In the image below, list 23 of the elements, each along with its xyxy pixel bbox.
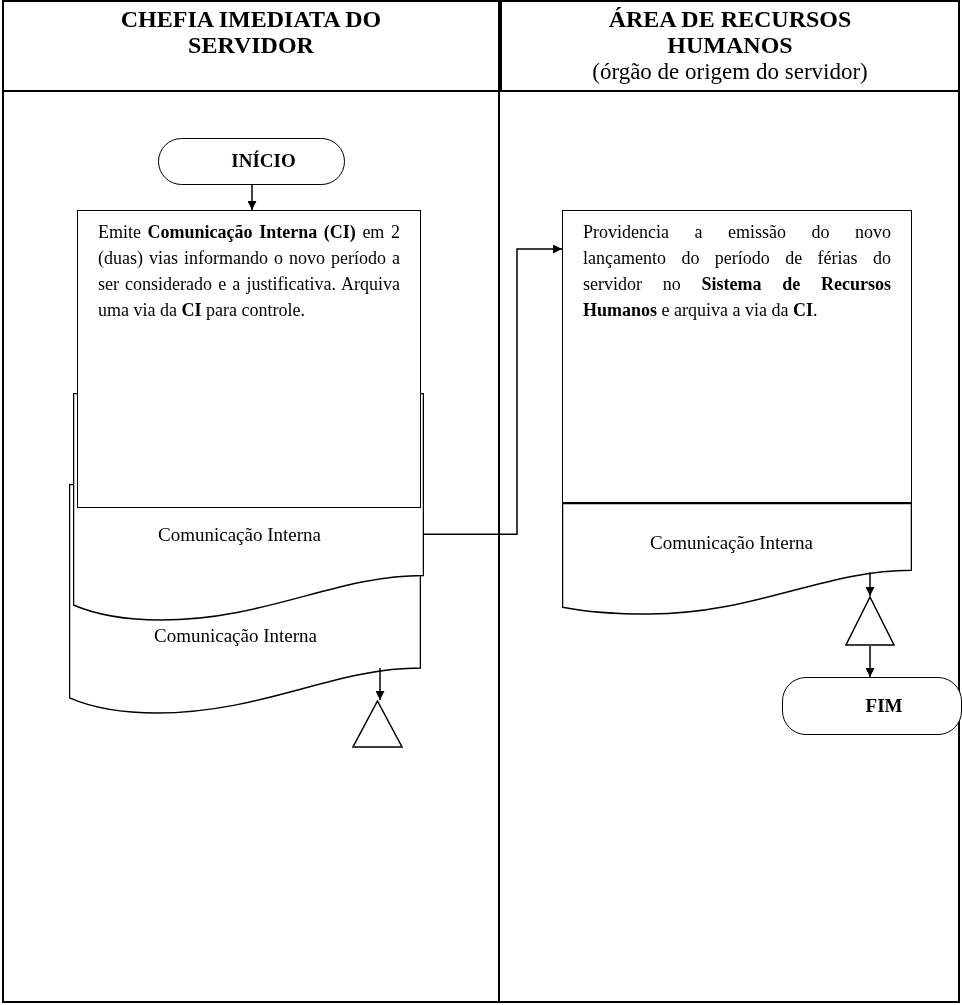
document-label: Comunicação Interna [158, 523, 321, 547]
lane-title: CHEFIA IMEDIATA DO SERVIDOR [119, 6, 383, 58]
terminal-label: INÍCIO [230, 149, 296, 174]
process-box [77, 210, 421, 508]
lane-header [2, 0, 500, 92]
terminal-label: FIM [864, 693, 903, 718]
document-shape [562, 503, 912, 615]
connector-arrow [423, 244, 563, 536]
connector-arrow [375, 667, 385, 701]
archive-triangle [352, 700, 403, 748]
connector-arrow [865, 571, 875, 597]
document-label: Comunicação Interna [154, 624, 317, 648]
lane-subtitle: (órgão de origem do servidor) [592, 58, 868, 86]
document-label: Comunicação Interna [650, 531, 813, 555]
lane-title: ÁREA DE RECURSOS HUMANOS [607, 6, 853, 58]
connector-arrow [247, 184, 257, 211]
archive-triangle [845, 596, 895, 646]
lane-header [500, 0, 960, 92]
terminal-shape [158, 138, 345, 185]
process-text: Emite Comunicação Interna (CI) em 2 (duas) vias informando o novo período a ser considerado e a justificativa. Arquiva uma via da CI para controle. [98, 221, 400, 322]
terminal-shape [782, 677, 962, 735]
process-text: Providencia a emissão do novo lançamento do período de férias do servidor no Sistema de Recursos Humanos e arquiva a via da CI. [583, 221, 891, 322]
connector-arrow [865, 645, 875, 678]
